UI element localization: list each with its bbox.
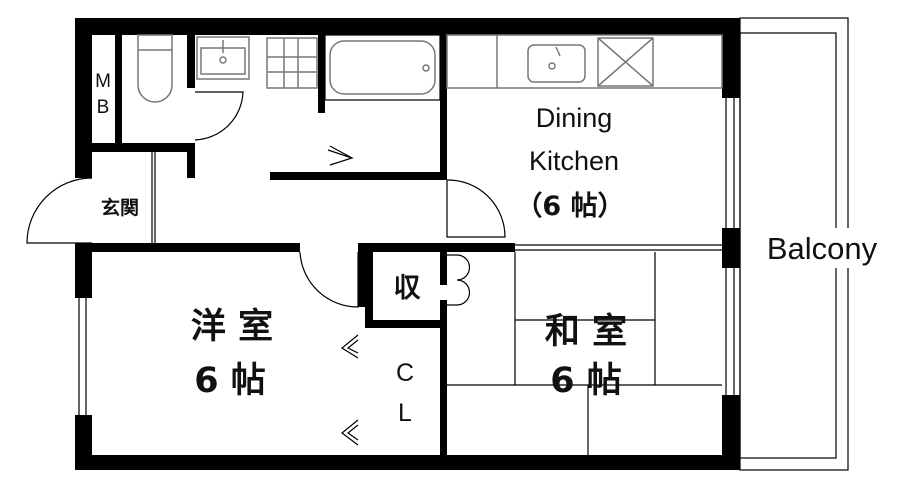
western-room-size: 6 帖 (194, 361, 266, 401)
balcony-label: Balcony (767, 231, 878, 266)
dining-kitchen-label: Dining (536, 103, 613, 133)
closet-label-2: L (398, 399, 412, 427)
entrance-label: 玄関 (101, 196, 139, 219)
japanese-room-label: 和 室 (545, 311, 627, 352)
windows (78, 98, 735, 415)
dining-kitchen-size: （6 帖） (515, 191, 624, 222)
toilet-icon (137, 34, 173, 103)
interior-walls (92, 35, 722, 455)
washing-machine-icon (266, 37, 318, 89)
japanese-room-size: 6 帖 (550, 361, 622, 401)
tatami-lines (447, 252, 722, 455)
meter-box-label: M (95, 71, 111, 92)
closet-label: C (396, 359, 414, 387)
stove-icon (597, 37, 654, 87)
dining-kitchen-label-2: Kitchen (529, 146, 619, 176)
bathtub-icon (324, 34, 441, 101)
washbasin-icon (196, 36, 250, 80)
doors (26, 91, 506, 446)
storage-label: 収 (394, 273, 422, 304)
fixtures (137, 34, 723, 455)
outer-walls (75, 18, 740, 470)
western-room-label: 洋 室 (191, 306, 273, 347)
meter-box-label-2: B (97, 97, 110, 118)
kitchen-counter (446, 34, 723, 89)
